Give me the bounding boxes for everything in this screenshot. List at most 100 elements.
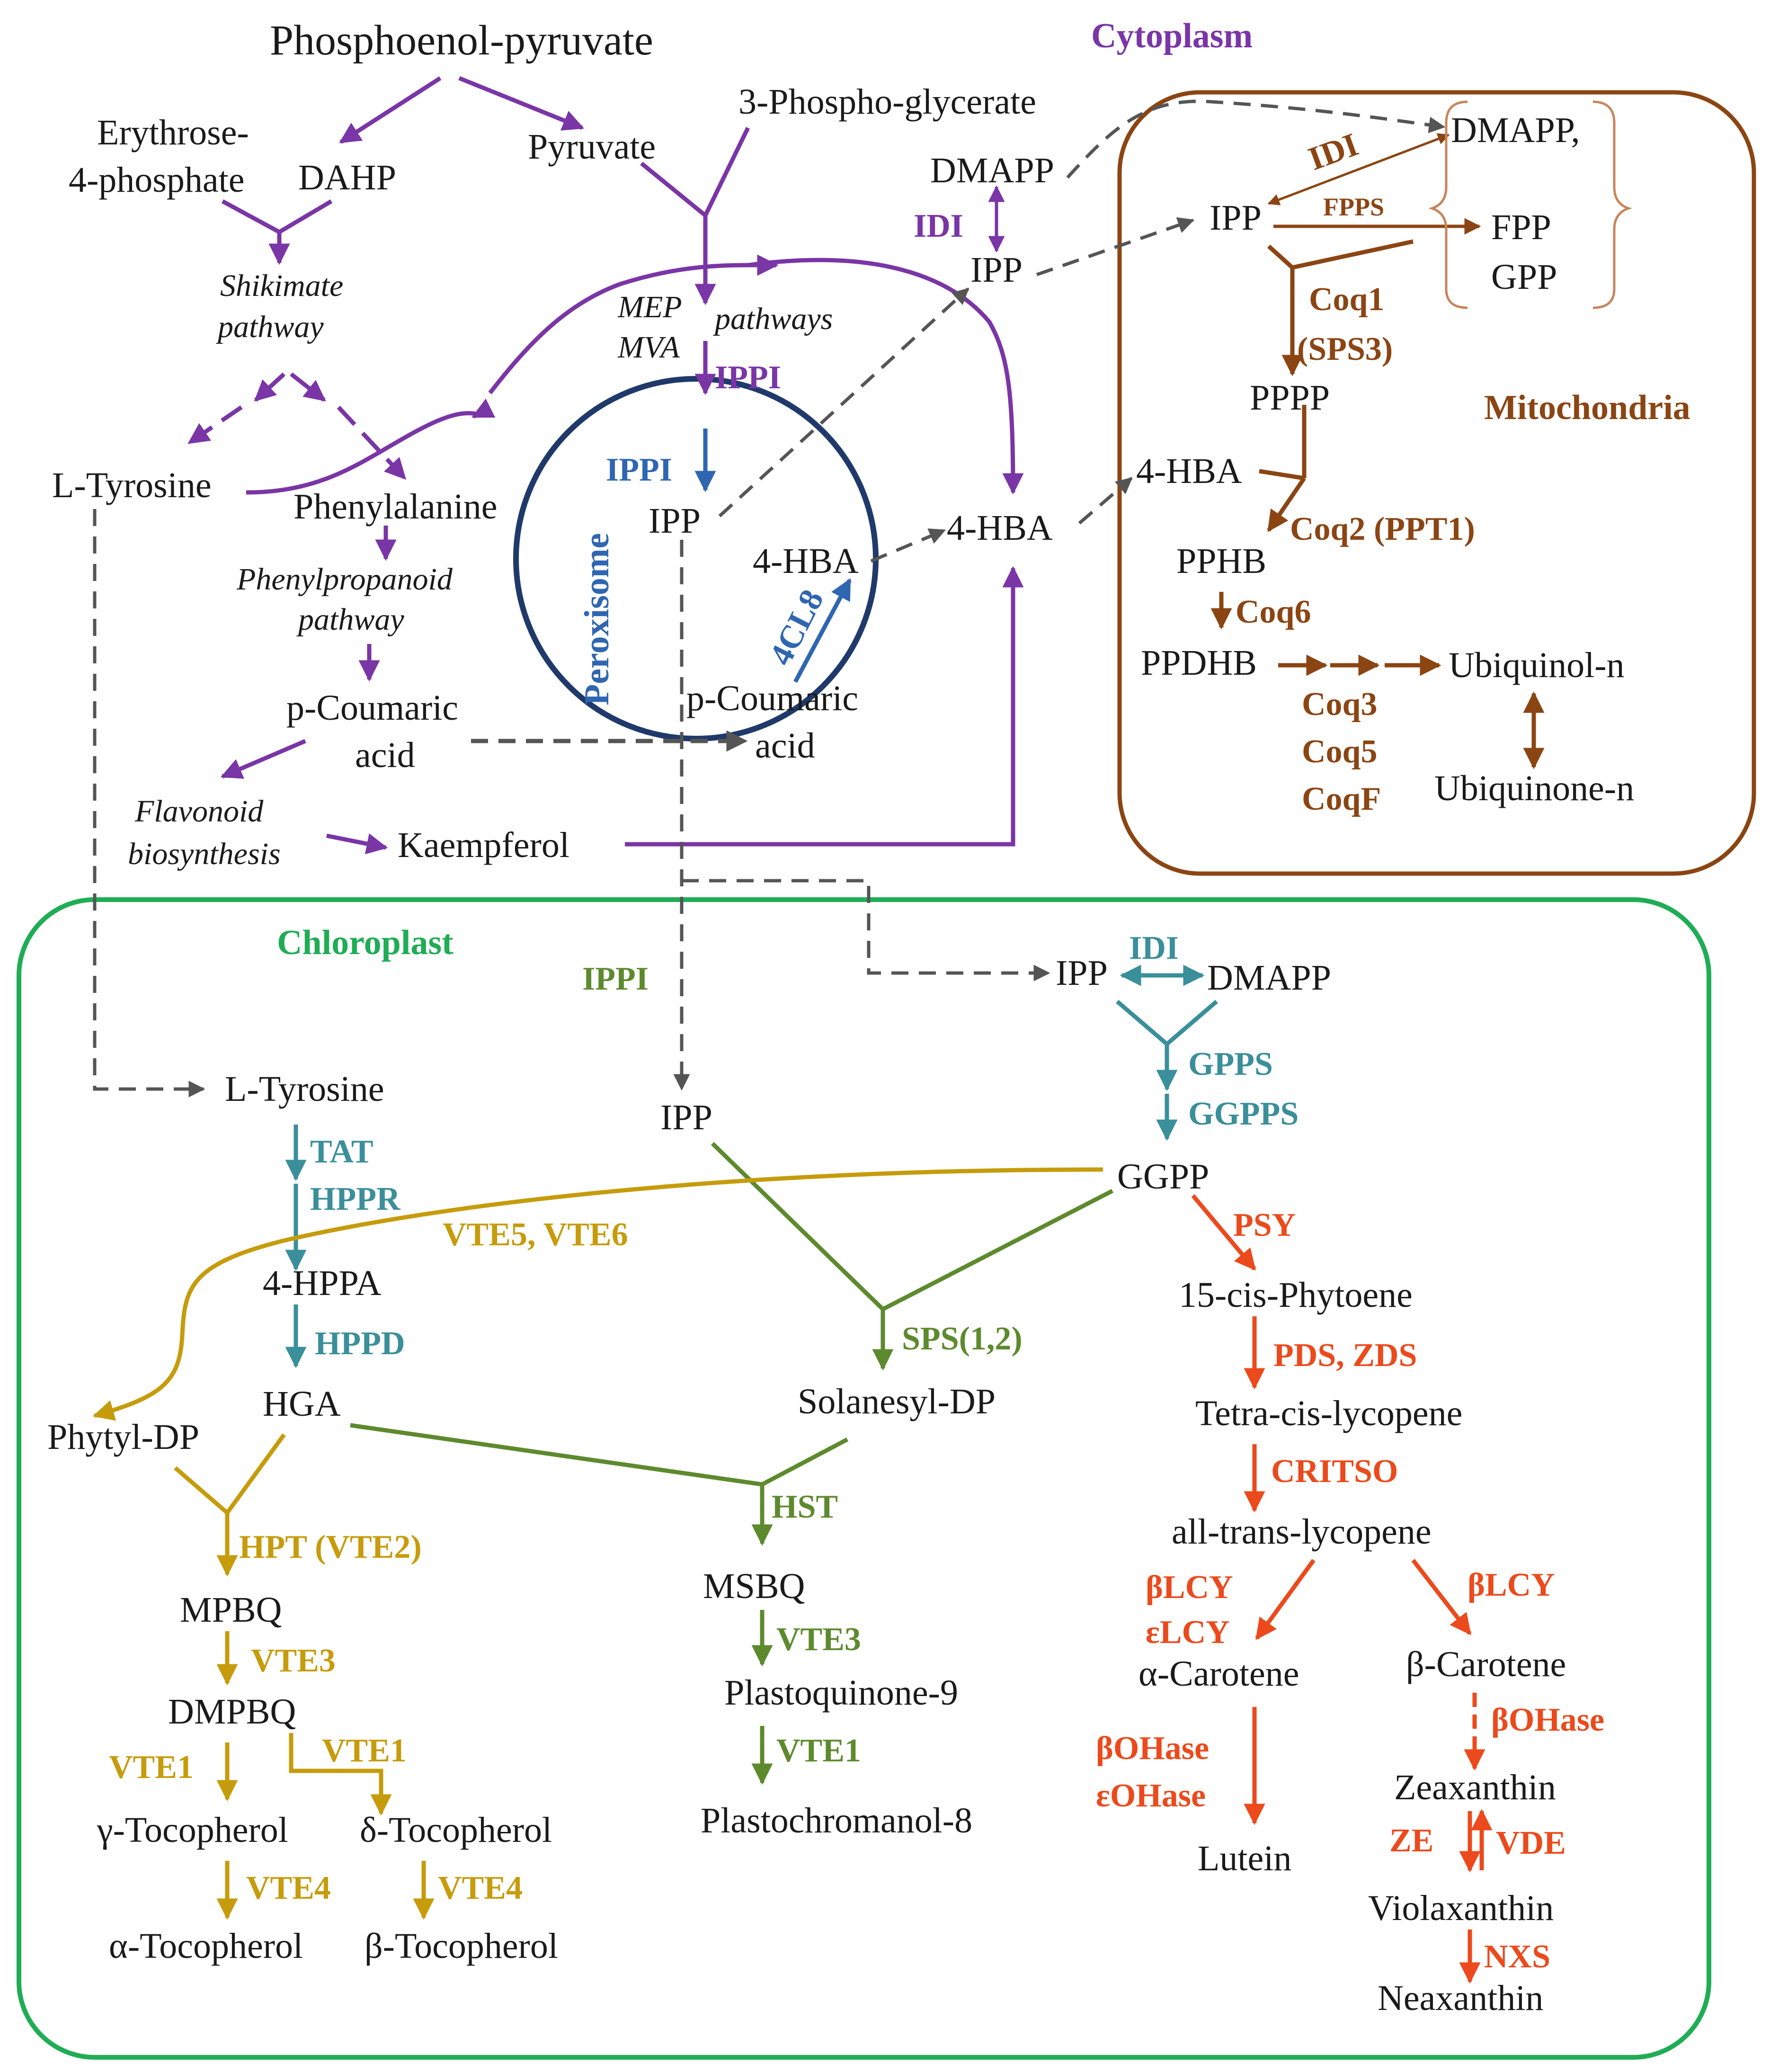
arrow-dahp-join: [278, 199, 333, 234]
node-tetra-lyc: Tetra-cis-lycopene: [1195, 1393, 1462, 1433]
arrow-to-beta-car: [1411, 1559, 1472, 1635]
arrow-tyrosine-to-chloro: [93, 509, 205, 1098]
arrow-to-tyrosine: [187, 405, 243, 445]
arrow-coumaric-hba-perox: [793, 578, 852, 683]
node-neaxanthin: Neaxanthin: [1378, 1978, 1543, 2018]
node-shikimate-2: pathway: [216, 310, 324, 344]
node-e4p-2: 4-phosphate: [69, 160, 244, 200]
enzyme-coq1: Coq1: [1309, 281, 1384, 318]
node-gpp: GPP: [1491, 257, 1557, 297]
node-fpp: FPP: [1491, 207, 1551, 247]
enzyme-idi-cyto: IDI: [914, 208, 963, 244]
enzyme-eohase: εOHase: [1096, 1777, 1206, 1814]
arrow-hst-solanesyl: [761, 1438, 849, 1486]
node-pga: 3-Phospho-glycerate: [738, 82, 1036, 122]
node-kaempferol: Kaempferol: [398, 825, 569, 865]
arrow-ipp-cyto-to-mito: [1036, 217, 1195, 277]
enzyme-hpt: HPT (VTE2): [239, 1529, 422, 1565]
arrow-psy: [1191, 1194, 1256, 1271]
arrow-coq2-down: [1267, 477, 1306, 532]
enzyme-gpps: GPPS: [1188, 1046, 1273, 1082]
enzyme-tat: TAT: [310, 1134, 374, 1170]
arrow-gpps-dmapp: [1165, 1000, 1218, 1046]
arrow-hba-perox-to-cyto: [870, 528, 946, 563]
enzyme-sps3: (SPS3): [1297, 331, 1393, 367]
node-all-trans: all-trans-lycopene: [1172, 1512, 1432, 1552]
node-pppp: PPPP: [1250, 378, 1330, 418]
enzyme-vte1-a: VTE1: [109, 1749, 194, 1786]
arrow-hpt-hga: [225, 1433, 286, 1514]
node-phytyl: Phytyl-DP: [47, 1417, 199, 1457]
node-dmapp-chloro: DMAPP: [1207, 958, 1331, 998]
enzyme-coqf: CoqF: [1302, 781, 1381, 817]
node-solanesyl: Solanesyl-DP: [798, 1382, 996, 1421]
node-zeaxanthin: Zeaxanthin: [1394, 1768, 1556, 1807]
chloroplast-boundary: [17, 897, 1711, 2060]
node-dmapp-cyto: DMAPP: [930, 151, 1054, 190]
enzyme-vte56: VTE5, VTE6: [443, 1216, 628, 1253]
node-alpha-car: α-Carotene: [1138, 1654, 1299, 1694]
arrow-vte1-delta: [289, 1733, 392, 1816]
node-ipp-cyto: IPP: [970, 250, 1023, 290]
arrow-perox-to-chloro-ipp: [682, 879, 1050, 982]
enzyme-fpps: FPPS: [1323, 193, 1384, 221]
node-dmapp-mito: DMAPP,: [1451, 110, 1580, 150]
node-alpha-toc: α-Tocopherol: [109, 1926, 303, 1966]
enzyme-ze: ZE: [1389, 1822, 1433, 1859]
arrow-tyrosine-hba: [246, 398, 496, 495]
node-ppdhb: PPDHB: [1141, 643, 1257, 683]
enzyme-ggpps: GGPPS: [1188, 1096, 1299, 1132]
arrow-mito-idi: [1267, 133, 1450, 205]
node-phenylpropanoid-1: Phenylpropanoid: [236, 562, 453, 597]
node-violaxanthin: Violaxanthin: [1368, 1888, 1554, 1928]
enzyme-ippi-perox: IPPI: [606, 452, 672, 488]
node-ubiquinol: Ubiquinol-n: [1449, 645, 1625, 685]
enzyme-pds-zds: PDS, ZDS: [1273, 1337, 1417, 1374]
node-delta-toc: δ-Tocopherol: [360, 1810, 552, 1850]
node-hga: HGA: [263, 1384, 341, 1424]
enzyme-elcy: εLCY: [1146, 1614, 1230, 1651]
arrow-coq2-hba: [1259, 469, 1305, 481]
node-coumaric-1: p-Coumaric: [286, 688, 458, 728]
node-mep: MEP: [617, 290, 682, 324]
enzyme-coq3: Coq3: [1302, 686, 1377, 723]
node-ubiquinone: Ubiquinone-n: [1434, 768, 1634, 808]
node-pathways: pathways: [713, 302, 833, 336]
node-phytoene: 15-cis-Phytoene: [1179, 1275, 1413, 1315]
chloro-gold-arrows: [92, 1167, 1103, 1920]
node-hba-cyto: 4-HBA: [947, 508, 1053, 548]
arrow-hst-hga: [350, 1423, 763, 1487]
arrow-flavonoid-kaempferol: [326, 833, 388, 855]
arrow-hpt-phytyl: [174, 1466, 229, 1515]
enzyme-sps: SPS(1,2): [902, 1321, 1023, 1357]
arrow-pga-join: [703, 127, 750, 216]
node-phenylalanine: Phenylalanine: [294, 487, 498, 527]
node-pyruvate: Pyruvate: [528, 127, 656, 167]
enzyme-critso: CRITSO: [1271, 1453, 1398, 1490]
arrow-pep-dahp: [339, 76, 442, 144]
node-hba-perox: 4-HBA: [753, 541, 859, 581]
enzyme-coq2: Coq2 (PPT1): [1290, 511, 1475, 547]
node-mva: MVA: [617, 330, 680, 365]
arrow-to-phenylalanine: [337, 405, 407, 480]
node-mpbq: MPBQ: [180, 1590, 282, 1630]
enzyme-ippi-chloro: IPPI: [582, 961, 649, 997]
enzyme-hppr: HPPR: [310, 1181, 401, 1217]
node-beta-car: β-Carotene: [1406, 1644, 1566, 1684]
node-gamma-toc: γ-Tocopherol: [97, 1810, 288, 1850]
enzyme-bohase-a: βOHase: [1096, 1730, 1209, 1767]
transport-arrows: [93, 99, 1446, 1098]
node-e4p-1: Erythrose-: [97, 113, 249, 152]
enzyme-hst: HST: [772, 1489, 838, 1525]
arrow-shik-right: [290, 372, 326, 402]
chloro-teal-arrows: [285, 965, 1218, 1368]
node-ipp-mito: IPP: [1210, 198, 1262, 238]
arrow-gpps-ipp: [1116, 1000, 1168, 1046]
enzyme-coq6: Coq6: [1236, 594, 1311, 630]
chloro-olive-arrows: [350, 1142, 1114, 1785]
node-hba-mito: 4-HBA: [1136, 451, 1242, 491]
node-coumaric-perox-1: p-Coumaric: [686, 679, 858, 718]
node-coumaric-perox-2: acid: [755, 726, 815, 766]
enzyme-vte1-pc: VTE1: [776, 1733, 861, 1769]
enzyme-idi-chloro: IDI: [1129, 930, 1179, 966]
